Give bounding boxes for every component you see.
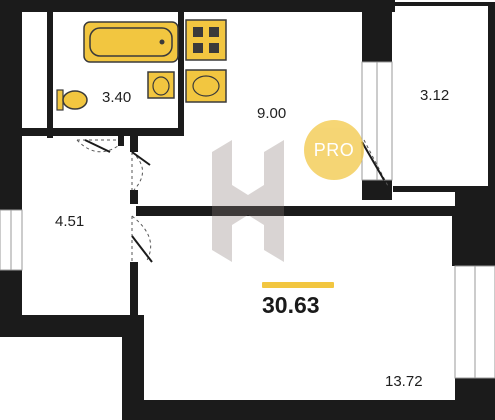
brand-watermark-icon — [212, 140, 284, 262]
room-area-kitchen: 9.00 — [257, 105, 287, 122]
room-area-balcony: 3.12 — [420, 87, 450, 104]
toilet-icon — [56, 89, 88, 111]
sink-icon — [147, 71, 175, 99]
room-area-hallway: 4.51 — [55, 213, 85, 230]
stove-icon — [185, 19, 227, 61]
room-area-living-room: 13.72 — [385, 373, 423, 390]
pro-badge-text: PRO — [313, 140, 355, 160]
windows — [0, 61, 495, 379]
room-area-bathroom: 3.40 — [102, 89, 132, 106]
door-solid-lines — [84, 139, 385, 263]
bathtub-icon — [83, 21, 179, 63]
total-area-accent-bar — [262, 282, 334, 288]
total-area: 30.63 — [262, 292, 320, 318]
kitchen-sink-icon — [185, 69, 227, 103]
pro-badge: PRO — [304, 120, 364, 180]
